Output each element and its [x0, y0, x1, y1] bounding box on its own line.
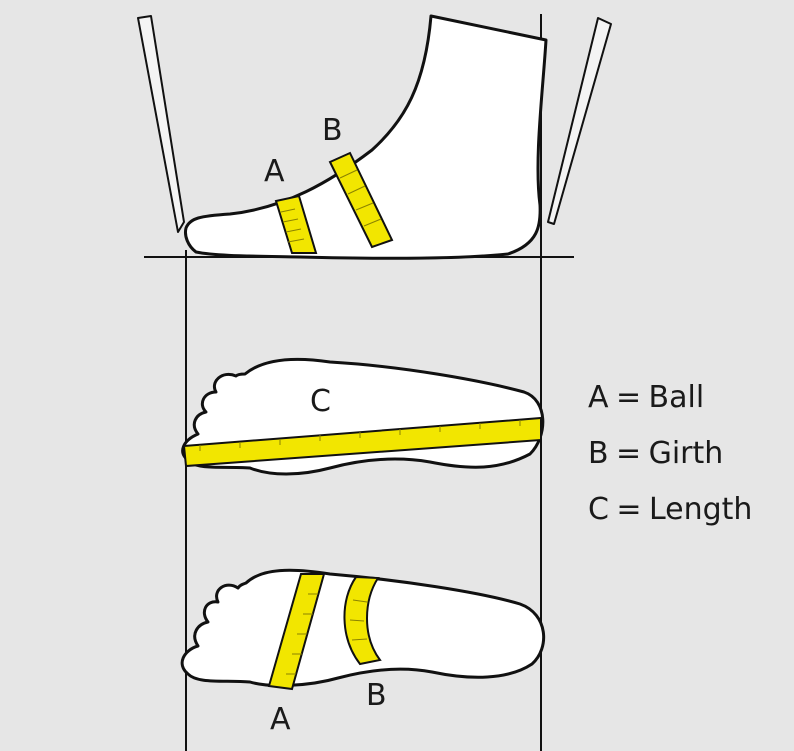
bottom-label-b: B — [366, 678, 387, 713]
legend-value: Girth — [648, 436, 724, 471]
bottom-label-a: A — [270, 702, 291, 737]
legend-key: A — [588, 380, 609, 415]
legend-value: Ball — [648, 380, 705, 415]
legend-value: Length — [648, 492, 753, 527]
legend-item-length: C=Length — [588, 482, 752, 538]
side-foot-outline — [184, 14, 548, 260]
legend-equals: = — [616, 436, 642, 471]
length-tape — [182, 416, 542, 468]
left-rail — [137, 15, 185, 233]
legend-key: B — [588, 436, 609, 471]
legend-item-girth: B=Girth — [588, 426, 752, 482]
side-tape-b — [328, 151, 394, 249]
legend-key: C — [588, 492, 609, 527]
bottom-tape-a — [267, 573, 326, 691]
side-label-a: A — [264, 154, 285, 189]
legend-item-ball: A=Ball — [588, 370, 752, 426]
legend: A=Ball B=Girth C=Length — [588, 370, 752, 538]
side-tape-a — [274, 194, 318, 254]
right-rail — [547, 17, 612, 225]
bottom-tape-b — [343, 575, 382, 666]
top-label-c: C — [310, 384, 331, 419]
legend-equals: = — [616, 492, 642, 527]
side-label-b: B — [322, 113, 343, 148]
legend-equals: = — [615, 380, 642, 415]
